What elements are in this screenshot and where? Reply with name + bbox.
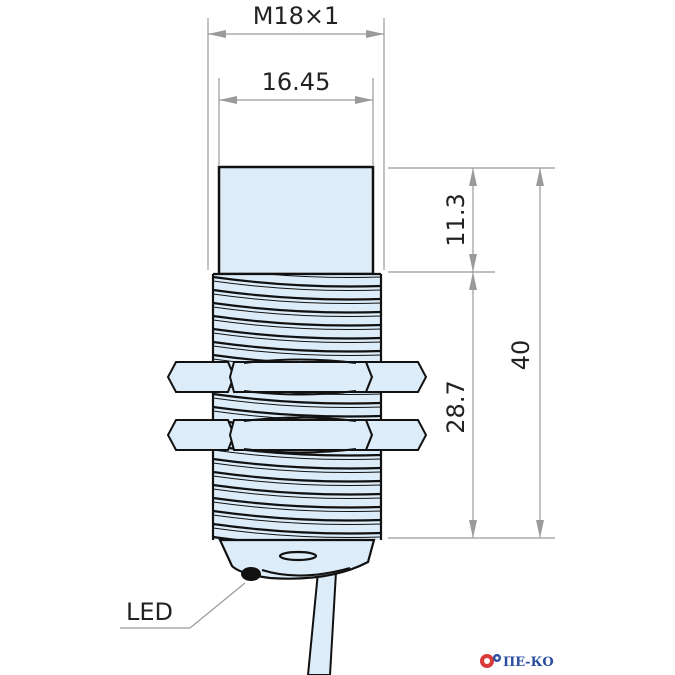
thread-root: [213, 345, 381, 356]
nut-lower: [166, 416, 428, 454]
thread-crest: [213, 314, 381, 327]
logo-text: ПЕ-КО: [503, 655, 554, 670]
thread-root: [213, 280, 381, 291]
thread-crest: [213, 301, 381, 314]
sensor-head: [217, 165, 375, 276]
thread-root: [213, 527, 381, 538]
thread-root: [213, 397, 381, 408]
nut-upper: [166, 358, 428, 396]
thread-root: [213, 488, 381, 499]
thread-root: [261, 274, 381, 278]
thread-crest: [213, 392, 381, 405]
thread-root: [213, 306, 381, 317]
thread-root: [213, 449, 381, 460]
rear-cap: [218, 538, 376, 580]
thread-crest: [213, 496, 381, 509]
thread-crest: [213, 483, 381, 496]
total-length-label: 40: [507, 340, 535, 371]
thread-crest: [213, 509, 381, 522]
thread-root: [213, 514, 381, 525]
thread-crest: [213, 457, 381, 470]
thread-crest: [213, 275, 381, 288]
head-length-label: 11.3: [442, 193, 470, 246]
led-label: LED: [126, 598, 173, 626]
gear-logo-icon: [480, 654, 501, 668]
thread-root: [213, 332, 381, 343]
cable: [306, 571, 338, 675]
thread-crest: [213, 288, 381, 301]
thread-crest: [213, 327, 381, 340]
thread-root: [213, 462, 381, 473]
thread-root: [213, 501, 381, 512]
dimension-lines: [120, 18, 555, 629]
thread-crest: [213, 470, 381, 483]
threaded-length-label: 28.7: [442, 380, 470, 433]
dimension-arrows: [208, 30, 544, 538]
brand-logo: ПЕ-КО: [480, 654, 554, 670]
thread-root: [213, 319, 381, 330]
thread-root: [213, 475, 381, 486]
thread-root: [213, 293, 381, 304]
thread-crest: [213, 522, 381, 535]
head-diameter-label: 16.45: [262, 68, 331, 96]
threaded-body: [211, 272, 383, 540]
led-indicator: [241, 567, 261, 581]
thread-size-label: M18×1: [253, 2, 340, 30]
thread-crest: [213, 405, 381, 418]
thread-crest: [213, 340, 381, 353]
thread-crest: [213, 444, 381, 457]
